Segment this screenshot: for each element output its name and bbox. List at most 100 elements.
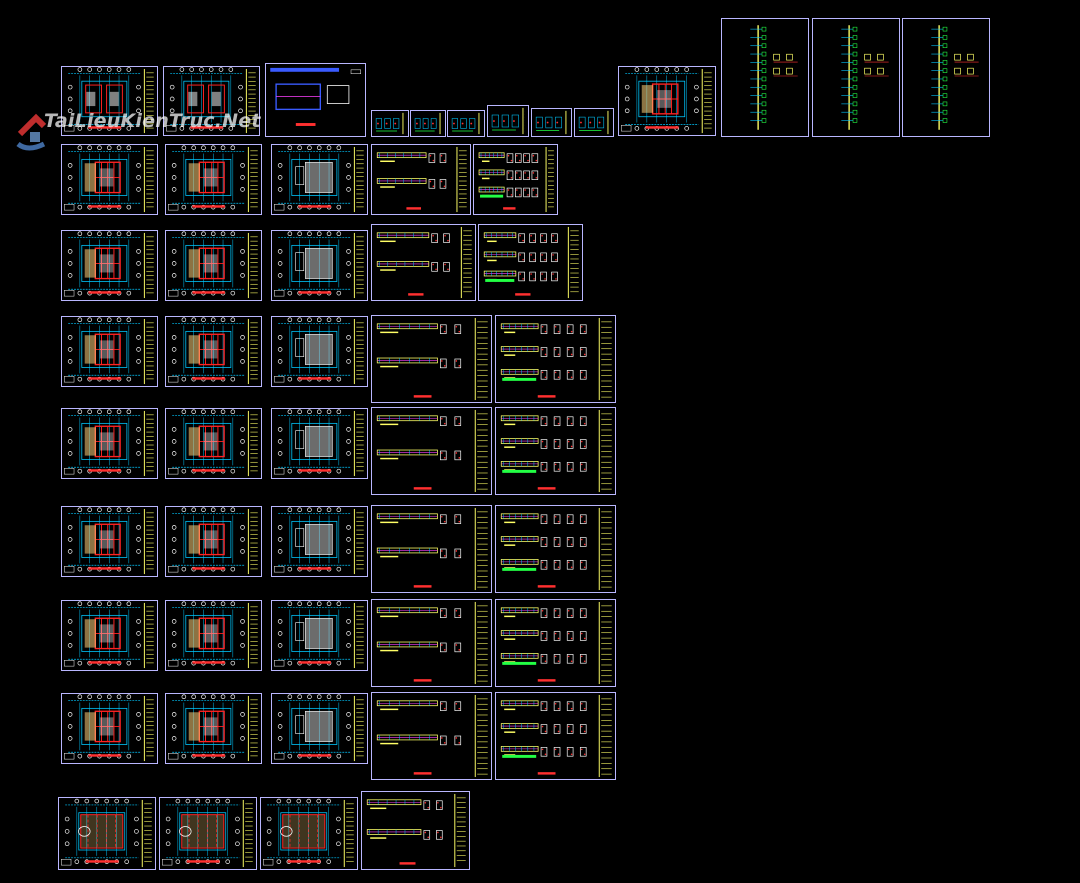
drawing-sheet-plan-gray[interactable] xyxy=(271,144,368,215)
detail-drawing xyxy=(491,114,519,131)
drawing-sheet-plan-red[interactable] xyxy=(61,144,158,215)
drawing-sheet-beam-detail[interactable] xyxy=(495,505,616,593)
floor-plan xyxy=(168,507,245,573)
drawing-sheet-detail-mini[interactable] xyxy=(447,110,485,137)
sheet-content xyxy=(376,317,488,401)
beam-elevations xyxy=(376,152,447,210)
sheet-content xyxy=(64,694,154,762)
title-block xyxy=(454,793,466,868)
drawing-sheet-plan-red[interactable] xyxy=(165,506,262,577)
drawing-sheet-elev-blue[interactable] xyxy=(265,63,366,137)
title-block xyxy=(143,68,154,134)
sheet-content xyxy=(578,110,609,135)
drawing-sheet-plan-red[interactable] xyxy=(165,144,262,215)
sheet-content xyxy=(64,507,154,575)
sheet-content xyxy=(168,317,258,385)
drawing-sheet-beam-detail[interactable] xyxy=(495,692,616,780)
drawing-sheet-column-schedule[interactable] xyxy=(721,18,809,137)
drawing-sheet-beam-detail[interactable] xyxy=(495,315,616,403)
title-block xyxy=(607,110,609,135)
floor-plan xyxy=(168,317,245,383)
drawing-sheet-plan-red[interactable] xyxy=(61,230,158,301)
title-block xyxy=(474,694,488,778)
drawing-sheet-plan-red[interactable] xyxy=(165,600,262,671)
drawing-sheet-detail-mini[interactable] xyxy=(410,110,446,137)
drawing-sheet-beam[interactable] xyxy=(371,599,492,687)
sheet-content xyxy=(64,409,154,477)
beam-elevations xyxy=(376,323,462,398)
floor-plan xyxy=(64,145,141,211)
title-block xyxy=(456,146,467,213)
title-block xyxy=(522,107,525,135)
floor-plan xyxy=(168,409,245,475)
drawing-sheet-beam[interactable] xyxy=(371,505,492,593)
title-block xyxy=(143,410,154,477)
beam-section-details xyxy=(483,232,558,296)
title-block xyxy=(143,695,154,762)
title-block xyxy=(474,317,488,401)
sheet-content xyxy=(274,694,364,762)
drawing-sheet-plan-red[interactable] xyxy=(61,600,158,671)
title-block xyxy=(353,602,364,669)
title-block xyxy=(247,318,258,385)
sheet-content xyxy=(500,601,612,685)
drawing-sheet-plan-red[interactable] xyxy=(165,408,262,479)
drawing-sheet-plan-red[interactable] xyxy=(165,230,262,301)
drawing-sheet-plan-gray[interactable] xyxy=(271,506,368,577)
drawing-sheet-plan-red[interactable] xyxy=(61,316,158,387)
drawing-sheet-plan-roof[interactable] xyxy=(159,797,257,870)
floor-plan xyxy=(64,409,141,475)
sheet-content xyxy=(500,317,612,401)
drawing-sheet-plan-site[interactable] xyxy=(163,66,260,136)
drawing-sheet-plan-red[interactable] xyxy=(61,506,158,577)
detail-drawing xyxy=(578,116,605,131)
drawing-sheet-plan-red[interactable] xyxy=(618,66,716,136)
floor-plan xyxy=(64,67,141,132)
floor-plan xyxy=(64,694,141,760)
drawing-sheet-plan-gray[interactable] xyxy=(271,693,368,764)
drawing-sheet-beam[interactable] xyxy=(371,144,471,215)
drawing-sheet-beam[interactable] xyxy=(371,692,492,780)
drawing-sheet-plan-gray[interactable] xyxy=(271,600,368,671)
drawing-sheet-beam-detail[interactable] xyxy=(478,224,583,301)
drawing-sheet-detail-mini[interactable] xyxy=(371,110,409,137)
drawing-sheet-plan-red[interactable] xyxy=(61,693,158,764)
drawing-sheet-detail-mini[interactable] xyxy=(531,108,572,137)
drawing-sheet-plan-site[interactable] xyxy=(61,66,158,136)
drawing-sheet-detail-mini[interactable] xyxy=(574,108,614,137)
sheet-content xyxy=(270,67,361,126)
drawing-sheet-plan-red[interactable] xyxy=(165,316,262,387)
drawing-sheet-beam-detail[interactable] xyxy=(473,144,558,215)
beam-section-details xyxy=(500,607,587,682)
drawing-sheet-plan-roof[interactable] xyxy=(260,797,358,870)
drawing-sheet-plan-red[interactable] xyxy=(165,693,262,764)
drawing-sheet-detail-mini[interactable] xyxy=(487,105,529,137)
drawing-sheet-beam[interactable] xyxy=(371,315,492,403)
detail-drawing xyxy=(535,116,562,131)
drawing-sheet-plan-gray[interactable] xyxy=(271,408,368,479)
drawing-sheet-column-schedule[interactable] xyxy=(812,18,900,137)
drawing-sheet-plan-gray[interactable] xyxy=(271,316,368,387)
sheet-content xyxy=(274,231,364,299)
drawing-sheet-plan-roof[interactable] xyxy=(58,797,156,870)
sheet-content xyxy=(451,112,480,135)
drawing-sheet-beam-detail[interactable] xyxy=(495,407,616,495)
drawing-sheet-plan-red[interactable] xyxy=(61,408,158,479)
beam-elevations xyxy=(376,700,462,775)
beam-section-details xyxy=(500,323,587,398)
sheet-content xyxy=(376,146,467,213)
drawing-sheet-beam[interactable] xyxy=(371,224,476,301)
title-block xyxy=(598,601,612,685)
column-schedule-drawing xyxy=(931,25,979,130)
title-block xyxy=(353,146,364,213)
drawing-sheet-column-schedule[interactable] xyxy=(902,18,990,137)
title-block xyxy=(598,409,612,493)
title-block xyxy=(478,112,480,135)
drawing-sheet-beam-detail[interactable] xyxy=(495,599,616,687)
drawing-sheet-beam[interactable] xyxy=(361,791,470,870)
drawing-sheet-beam[interactable] xyxy=(371,407,492,495)
title-block xyxy=(143,602,154,669)
drawing-sheet-plan-gray[interactable] xyxy=(271,230,368,301)
beam-section-details xyxy=(500,415,587,490)
